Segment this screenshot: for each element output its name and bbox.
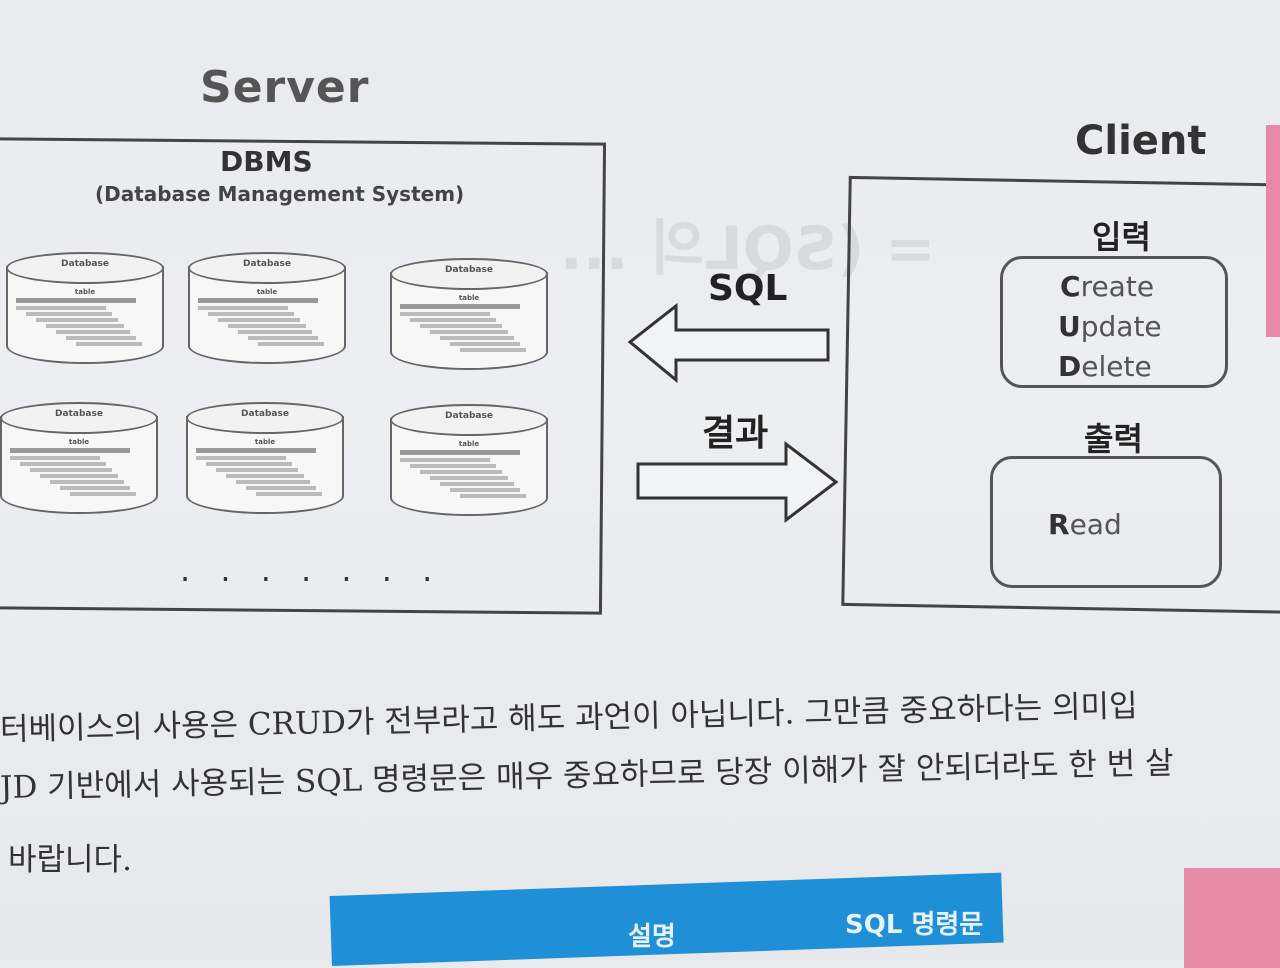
database-label: Database: [241, 409, 289, 419]
op-delete-rest: elete: [1081, 350, 1152, 383]
database-cylinder-icon: Database table: [390, 258, 548, 378]
table-label: table: [68, 438, 90, 446]
database-label: Database: [243, 259, 291, 269]
table-label: table: [458, 440, 480, 448]
page-tab-marker: [1184, 868, 1280, 968]
server-title: Server: [200, 62, 370, 113]
op-update: Update: [1058, 310, 1162, 343]
sql-label: SQL: [708, 268, 788, 309]
database-cylinder-icon: Database table: [6, 252, 164, 372]
op-read: Read: [1048, 508, 1122, 541]
client-title: Client: [1075, 118, 1207, 164]
table-header-sql: SQL 명령문: [845, 910, 984, 940]
table-header-description: 설명: [628, 922, 676, 952]
result-label: 결과: [702, 413, 769, 454]
output-box: [990, 456, 1222, 588]
op-create-rest: reate: [1080, 270, 1155, 303]
output-title: 출력: [1084, 420, 1143, 458]
op-create: Create: [1060, 270, 1154, 303]
op-update-rest: pdate: [1080, 310, 1162, 343]
page-tab-marker: [1266, 125, 1280, 337]
input-box: [1000, 256, 1228, 388]
table-label: table: [458, 294, 480, 302]
ellipsis: · · · · · · ·: [180, 560, 443, 598]
op-create-initial: C: [1060, 270, 1081, 303]
database-cylinder-icon: Database table: [188, 252, 346, 372]
op-read-initial: R: [1048, 508, 1070, 541]
database-label: Database: [55, 409, 103, 419]
table-label: table: [256, 288, 278, 296]
right-arrow-icon: [636, 440, 839, 524]
op-update-initial: U: [1058, 310, 1081, 343]
op-delete-initial: D: [1058, 350, 1082, 383]
left-arrow-icon: [627, 302, 830, 384]
database-cylinder-icon: Database table: [186, 402, 344, 522]
op-read-rest: ead: [1069, 508, 1122, 541]
input-title: 입력: [1092, 218, 1151, 256]
op-delete: Delete: [1058, 350, 1152, 383]
paragraph-line: 바랍니다.: [8, 842, 132, 878]
paragraph-line: JD 기반에서 사용되는 SQL 명령문은 매우 중요하므로 당장 이해가 잘 …: [0, 745, 1174, 806]
database-cylinder-icon: Database table: [390, 404, 548, 524]
database-label: Database: [61, 259, 109, 269]
paragraph-line: 터베이스의 사용은 CRUD가 전부라고 해도 과언이 아닙니다. 그만큼 중요…: [0, 688, 1138, 748]
table-label: table: [74, 288, 96, 296]
database-label: Database: [445, 411, 493, 421]
table-label: table: [254, 438, 276, 446]
database-cylinder-icon: Database table: [0, 402, 158, 522]
dbms-subtitle: (Database Management System): [95, 182, 465, 206]
dbms-title: DBMS: [220, 145, 313, 178]
database-label: Database: [445, 265, 493, 275]
